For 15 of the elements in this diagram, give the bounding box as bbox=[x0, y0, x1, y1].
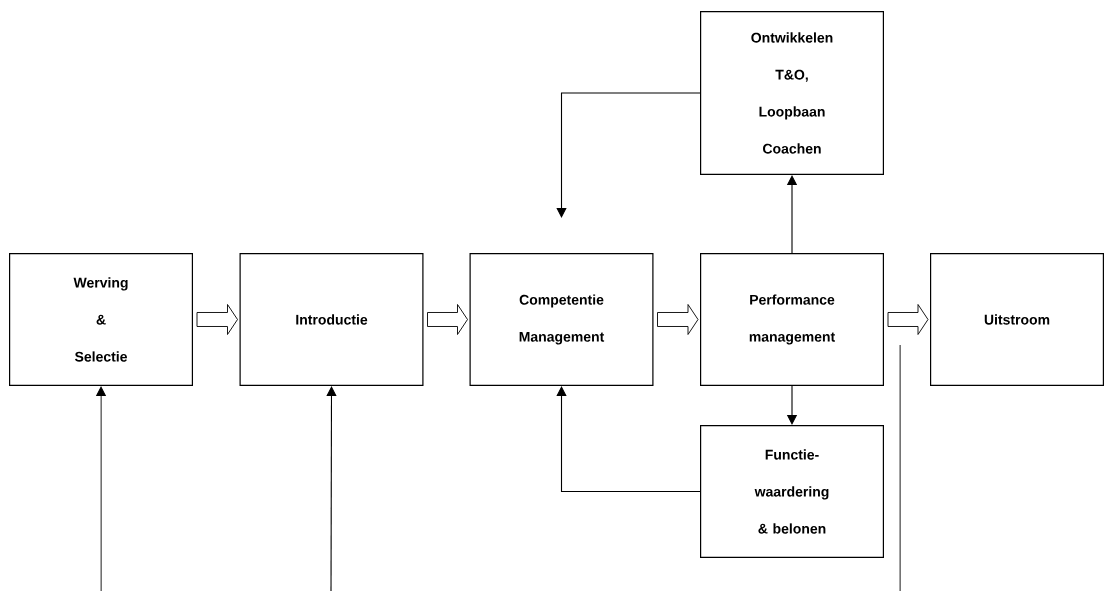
block-arrow bbox=[427, 304, 468, 335]
process-box: Ontwikkelen T&O, Loopbaan Coachen bbox=[700, 11, 884, 175]
line bbox=[899, 344, 901, 591]
process-box: Introductie bbox=[239, 253, 424, 386]
process-box: Werving & Selectie bbox=[9, 253, 193, 386]
process-box: Functie- waardering & belonen bbox=[700, 425, 884, 558]
arrow bbox=[556, 92, 701, 218]
process-box: Uitstroom bbox=[930, 253, 1104, 386]
process-box: Performance management bbox=[700, 253, 884, 386]
block-arrow bbox=[196, 304, 238, 335]
arrow bbox=[556, 386, 701, 493]
arrow bbox=[326, 386, 337, 591]
block-arrow bbox=[657, 304, 699, 335]
block-arrow bbox=[887, 304, 929, 335]
process-box: Competentie Management bbox=[469, 253, 654, 386]
